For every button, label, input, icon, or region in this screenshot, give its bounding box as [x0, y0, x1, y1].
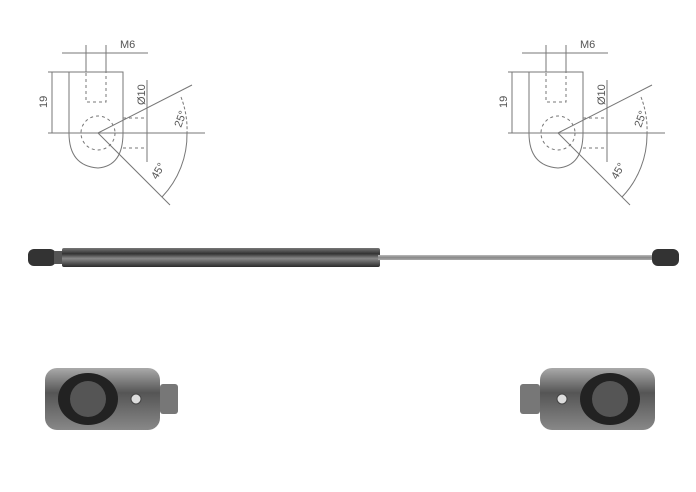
height-label: 19: [498, 96, 510, 108]
end-fitting-detail-left: [45, 368, 178, 430]
thread-label: M6: [580, 39, 595, 51]
angle-upper-label: 25°: [633, 109, 650, 129]
end-fitting-left: [28, 249, 56, 266]
diameter-label: Ø10: [596, 84, 608, 105]
height-label: 19: [38, 96, 50, 108]
mounting-drawing-left: M6 19 Ø10 25° 45°: [38, 39, 206, 206]
cylinder: [62, 248, 380, 267]
end-fitting-right: [652, 249, 679, 266]
angle-lower-label: 45°: [609, 161, 628, 181]
piston-rod: [378, 255, 653, 260]
diameter-label: Ø10: [136, 84, 148, 105]
end-fitting-detail-right: [520, 368, 655, 430]
angle-lower-label: 45°: [149, 161, 168, 181]
mounting-drawing-right: M6 19 Ø10 25° 45°: [498, 39, 666, 206]
gas-spring: [28, 248, 679, 267]
angle-upper-label: 25°: [173, 109, 190, 129]
thread-label: M6: [120, 39, 135, 51]
